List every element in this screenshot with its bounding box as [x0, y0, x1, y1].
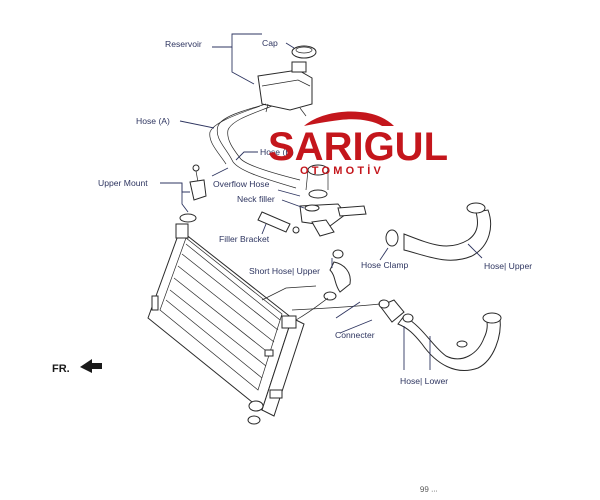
hose-a: [216, 103, 297, 189]
footer-code: 99 ...: [420, 484, 438, 494]
reservoir-cap: [291, 45, 317, 59]
front-arrow-icon: [80, 359, 102, 373]
label-neck-filler: Neck filler: [237, 194, 275, 204]
reservoir-tank: [257, 61, 313, 117]
filler-bracket: [257, 211, 300, 234]
hose-clamp: [332, 229, 399, 259]
label-hose-clamp: Hose Clamp: [361, 260, 409, 270]
label-short-hose-upper: Short Hose| Upper: [249, 266, 320, 276]
leader-lines: [160, 33, 483, 370]
label-cap: Cap: [262, 38, 278, 48]
label-hose-lower: Hose| Lower: [400, 376, 448, 386]
label-reservoir: Reservoir: [165, 39, 202, 49]
connecter: [378, 299, 405, 323]
brand-logo: SARIGUL OTOMOTİV: [268, 111, 448, 177]
short-hose-upper: [323, 261, 351, 301]
front-indicator: FR.: [52, 363, 70, 375]
label-filler-bracket: Filler Bracket: [219, 234, 270, 244]
hose-b: [227, 105, 301, 181]
car-silhouette-icon: [304, 111, 394, 126]
hose-upper: [403, 202, 492, 261]
label-connecter: Connecter: [335, 330, 375, 340]
hose-lower: [397, 312, 502, 372]
radiator: [147, 223, 305, 425]
upper-mount: [179, 164, 207, 223]
label-hose-upper: Hose| Upper: [484, 261, 532, 271]
label-upper-mount: Upper Mount: [98, 178, 148, 188]
label-hose-a: Hose (A): [136, 116, 170, 126]
svg-text:SARIGUL: SARIGUL: [268, 125, 448, 169]
svg-text:OTOMOTİV: OTOMOTİV: [300, 164, 384, 177]
neck-filler: [299, 164, 367, 237]
label-hose-b: Hose (B): [260, 147, 294, 157]
label-overflow-hose: Overflow Hose: [213, 179, 270, 189]
